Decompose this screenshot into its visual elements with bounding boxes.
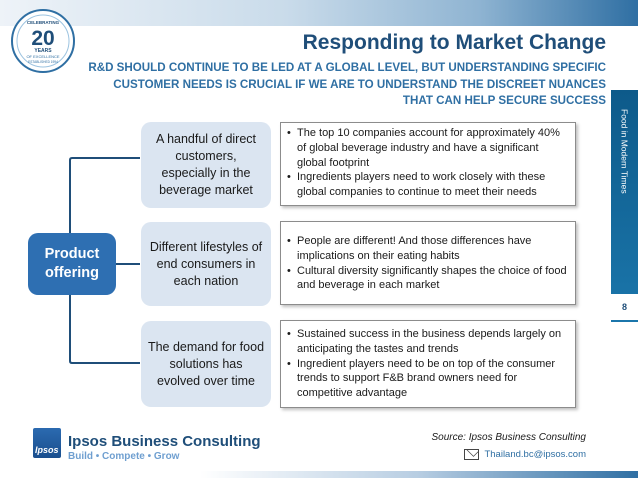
detail-box-direct-customers: The top 10 companies account for approxi… <box>280 122 576 206</box>
detail-point: Ingredient players need to be on top of … <box>287 357 569 401</box>
detail-box-lifestyles: People are different! And those differen… <box>280 221 576 305</box>
twenty-years-badge: CELEBRATING 20 YEARS OF EXCELLENCE ESTAB… <box>11 9 75 73</box>
source-note: Source: Ipsos Business Consulting <box>431 432 586 443</box>
segment-direct-customers: A handful of direct customers, especiall… <box>141 122 271 208</box>
detail-point: Ingredients players need to work closely… <box>287 170 569 200</box>
badge-line1: CELEBRATING <box>27 20 60 25</box>
brand-name: Ipsos Business Consulting <box>68 433 261 450</box>
badge-line4: ESTABLISHED 1994 <box>28 60 58 64</box>
segment-food-solutions: The demand for food solutions has evolve… <box>141 321 271 407</box>
side-tab-text: Food in Modern Times <box>619 108 630 194</box>
email-text[interactable]: Thailand.bc@ipsos.com <box>484 449 586 460</box>
badge-line2: YEARS <box>34 48 52 54</box>
bottom-accent-bar <box>200 471 638 478</box>
detail-point: Cultural diversity significantly shapes … <box>287 264 569 294</box>
ipsos-logo: Ipsos <box>33 428 61 458</box>
brand-tagline: Build • Compete • Grow <box>68 451 180 462</box>
badge-line3: OF EXCELLENCE <box>26 54 59 59</box>
page-title: Responding to Market Change <box>302 31 606 54</box>
badge-number: 20 <box>31 27 54 50</box>
ipsos-logo-text: Ipsos <box>35 445 59 455</box>
page-subtitle: R&D SHOULD CONTINUE TO BE LED AT A GLOBA… <box>88 61 606 107</box>
contact-email[interactable]: Thailand.bc@ipsos.com <box>464 449 586 460</box>
detail-box-food-solutions: Sustained success in the business depend… <box>280 320 576 408</box>
top-banner <box>0 0 638 26</box>
product-offering-box: Product offering <box>28 233 116 295</box>
side-tab <box>611 90 638 322</box>
envelope-icon <box>464 449 480 460</box>
detail-point: People are different! And those differen… <box>287 234 569 264</box>
page-number: 8 <box>611 294 638 320</box>
detail-point: Sustained success in the business depend… <box>287 327 569 357</box>
segment-lifestyles: Different lifestyles of end consumers in… <box>141 222 271 306</box>
side-tab-label: Food in Modern Times <box>611 90 638 212</box>
detail-point: The top 10 companies account for approxi… <box>287 126 569 170</box>
